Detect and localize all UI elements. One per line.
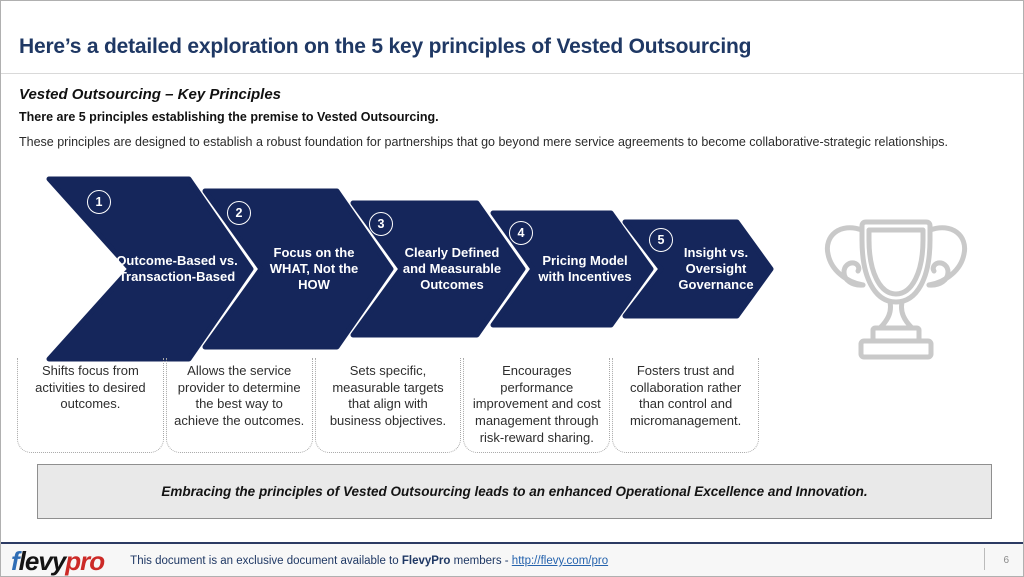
intro-paragraph: These principles are designed to establi… xyxy=(19,135,948,149)
title-divider xyxy=(1,73,1023,74)
flevypro-logo: flevypro xyxy=(11,545,105,577)
page-number-separator xyxy=(984,548,985,570)
footer-notice: This document is an exclusive document a… xyxy=(130,555,608,567)
key-statement: There are 5 principles establishing the … xyxy=(19,110,439,124)
takeaway-banner: Embracing the principles of Vested Outso… xyxy=(37,464,992,519)
logo-part-pro: pro xyxy=(65,545,105,576)
page-number: 6 xyxy=(1003,555,1009,566)
footer-brand: FlevyPro xyxy=(401,555,451,567)
principle-description-box: Fosters trust and collaboration rather t… xyxy=(612,358,759,453)
principle-descriptions: Shifts focus from activities to desired … xyxy=(17,358,759,453)
footer-bar: flevypro This document is an exclusive d… xyxy=(1,542,1023,577)
principle-label: Insight vs. Oversight Governance xyxy=(678,245,754,292)
principle-label: Pricing Model with Incentives xyxy=(538,253,632,284)
principle-number-badge: 1 xyxy=(87,190,111,214)
principle-number-badge: 4 xyxy=(509,221,533,245)
principle-number-badge: 5 xyxy=(649,228,673,252)
footer-notice-prefix: This document is an exclusive document a… xyxy=(130,555,399,567)
page-title: Here’s a detailed exploration on the 5 k… xyxy=(19,35,752,58)
principle-description-box: Sets specific, measurable targets that a… xyxy=(314,358,462,453)
principle-number-badge: 3 xyxy=(369,212,393,236)
principle-description-box: Encourages performance improvement and c… xyxy=(463,358,611,453)
section-subtitle: Vested Outsourcing – Key Principles xyxy=(19,86,282,103)
logo-part-f: f xyxy=(11,545,20,576)
principle-description-box: Shifts focus from activities to desired … xyxy=(17,358,164,453)
trophy-icon xyxy=(824,219,968,360)
principle-label: Outcome-Based vs. Transaction-Based xyxy=(116,253,238,284)
principle-label: Clearly Defined and Measurable Outcomes xyxy=(402,245,502,292)
principle-number-badge: 2 xyxy=(227,201,251,225)
logo-part-levy: levy xyxy=(18,545,67,576)
principle-description-box: Allows the service provider to determine… xyxy=(165,358,313,453)
footer-link[interactable]: http://flevy.com/pro xyxy=(511,555,609,567)
principle-label: Focus on the WHAT, Not the HOW xyxy=(269,245,359,292)
footer-notice-suffix: members - xyxy=(453,555,509,567)
